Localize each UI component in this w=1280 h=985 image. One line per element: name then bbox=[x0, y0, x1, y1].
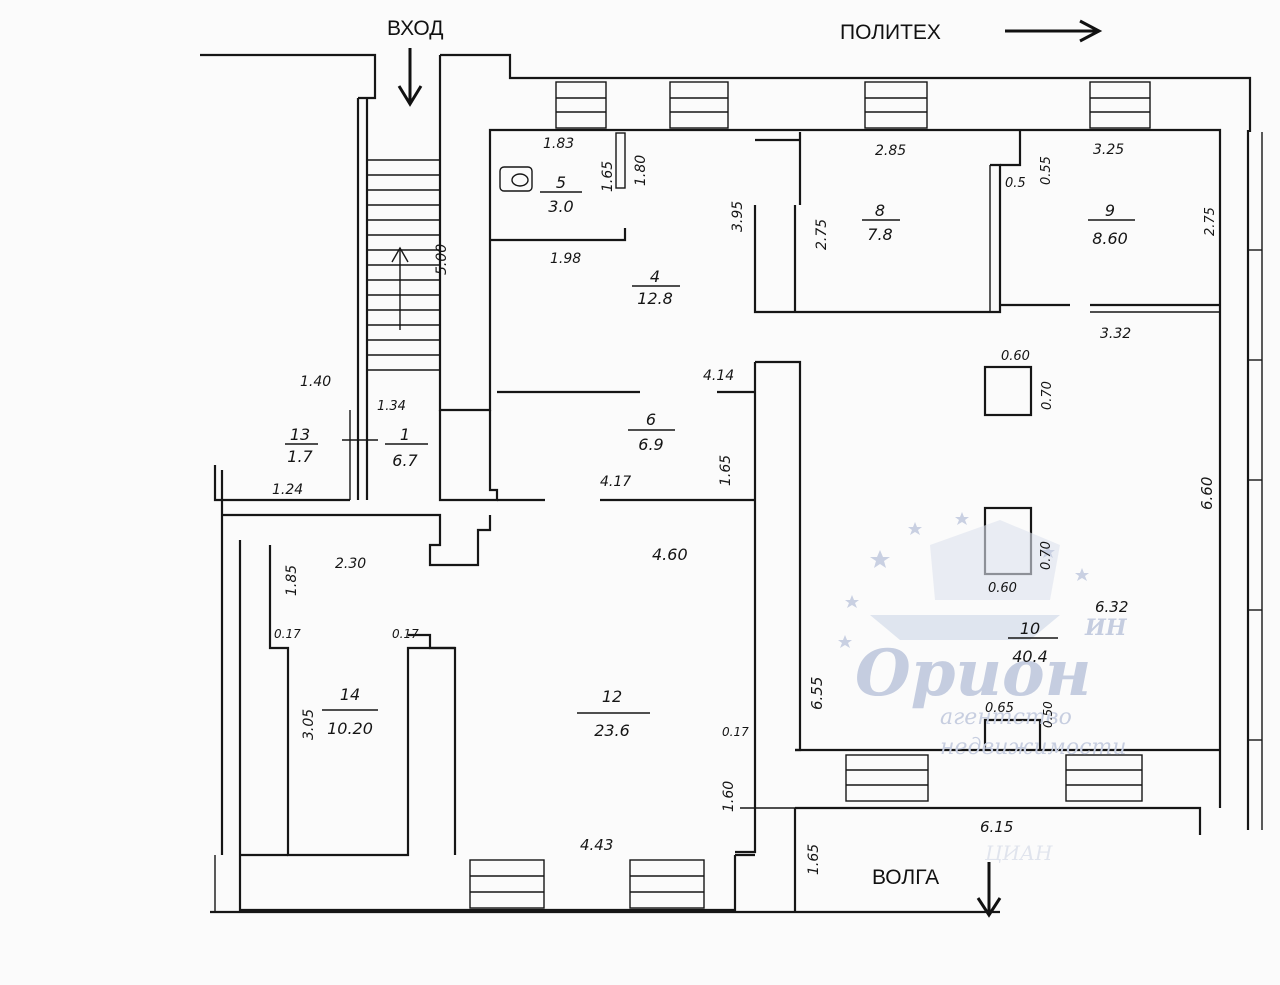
watermark-brand: Орион bbox=[855, 636, 1091, 711]
dim-label: 3.05 bbox=[301, 709, 317, 740]
dim-label: 0.55 bbox=[1039, 156, 1054, 185]
dim-label: 0.50 bbox=[1041, 701, 1055, 728]
watermark-faint: ЦИАН bbox=[984, 841, 1053, 865]
dim-label: 1.34 bbox=[377, 399, 406, 414]
staircase bbox=[356, 98, 440, 500]
room-1-label: 1 6.7 bbox=[385, 425, 428, 470]
room-6-label: 6 6.9 bbox=[628, 410, 675, 454]
dim-label: 6.32 bbox=[1095, 598, 1128, 616]
entrance-label: ВХОД bbox=[387, 17, 444, 40]
dim-label: 4.14 bbox=[703, 368, 734, 384]
dim-label: 1.65 bbox=[806, 844, 822, 875]
dim-label: 0.17 bbox=[274, 627, 301, 641]
room-labels: 5 3.0 4 12.8 8 7.8 9 8.60 6 6.9 13 1.7 bbox=[285, 173, 1135, 740]
dim-label: 3.95 bbox=[730, 201, 746, 232]
room-4-label: 4 12.8 bbox=[632, 267, 680, 308]
dim-label: 2.75 bbox=[814, 219, 830, 250]
dim-label: 1.24 bbox=[272, 482, 303, 498]
dim-label: 0.60 bbox=[1001, 349, 1030, 364]
politekh-label: ПОЛИТЕХ bbox=[840, 21, 941, 44]
dim-label: 1.60 bbox=[721, 781, 737, 812]
dim-label: 1.83 bbox=[543, 136, 574, 152]
dim-label: 2.30 bbox=[335, 556, 366, 572]
room-number: 10 bbox=[1020, 619, 1040, 638]
room-area: 7.8 bbox=[867, 225, 892, 244]
dim-label: 4.43 bbox=[580, 836, 613, 854]
dim-label: 0.17 bbox=[392, 627, 419, 641]
room-number: 5 bbox=[556, 173, 566, 192]
room-area: 40.4 bbox=[1012, 647, 1048, 666]
dim-label: 1.40 bbox=[300, 374, 331, 390]
dim-label: 4.60 bbox=[652, 545, 688, 564]
top-windows bbox=[555, 81, 1151, 129]
watermark-line1: агентство bbox=[940, 705, 1072, 730]
dim-label: 1.85 bbox=[284, 565, 300, 596]
room-13-label: 13 1.7 bbox=[285, 425, 318, 466]
room-number: 12 bbox=[602, 687, 622, 706]
dimension-labels: 1.83 1.65 1.80 3.95 2.75 2.85 0.5 0.55 3… bbox=[272, 136, 1218, 875]
dim-label: 1.98 bbox=[550, 251, 581, 267]
watermark-stars-icon bbox=[838, 512, 1089, 648]
room-area: 6.9 bbox=[638, 435, 663, 454]
dim-label: 0.70 bbox=[1040, 381, 1055, 410]
room-14-label: 14 10.20 bbox=[322, 685, 378, 738]
room-number: 8 bbox=[875, 201, 885, 220]
entrance-arrow-icon bbox=[397, 48, 423, 107]
room-number: 1 bbox=[400, 425, 410, 444]
dim-label: 0.17 bbox=[722, 725, 749, 739]
room-9-label: 9 8.60 bbox=[1088, 201, 1135, 248]
room-area: 10.20 bbox=[327, 719, 373, 738]
room-12-label: 12 23.6 bbox=[577, 687, 650, 740]
dim-label: 0.60 bbox=[988, 581, 1017, 596]
room-number: 6 bbox=[646, 410, 656, 429]
dim-label: 0.5 bbox=[1005, 176, 1026, 191]
dim-label: 6.15 bbox=[980, 818, 1013, 836]
room-area: 12.8 bbox=[637, 289, 673, 308]
dim-label: 3.32 bbox=[1100, 326, 1131, 342]
room-number: 4 bbox=[650, 267, 660, 286]
room-8-label: 8 7.8 bbox=[862, 201, 900, 244]
room-area: 1.7 bbox=[287, 447, 313, 466]
dim-label: 0.70 bbox=[1039, 541, 1054, 570]
room-area: 3.0 bbox=[548, 197, 573, 216]
room-area: 23.6 bbox=[594, 721, 630, 740]
dim-label: 1.65 bbox=[600, 161, 616, 192]
volga-arrow-icon bbox=[976, 862, 1002, 918]
dim-label: 5.00 bbox=[434, 244, 450, 275]
dim-label: 1.65 bbox=[718, 455, 734, 486]
room-5-label: 5 3.0 bbox=[540, 173, 582, 216]
room-area: 8.60 bbox=[1092, 229, 1128, 248]
bottom-windows bbox=[469, 754, 1143, 909]
watermark-line2: недвижимости bbox=[940, 735, 1126, 760]
dim-label: 6.55 bbox=[808, 677, 826, 710]
room-number: 14 bbox=[340, 685, 360, 704]
room-10-label: 10 40.4 bbox=[1008, 619, 1058, 666]
watermark: Орион ИН агентство недвижимости ЦИАН bbox=[838, 512, 1128, 865]
volga-label: ВОЛГА bbox=[872, 866, 939, 889]
dim-label: 4.17 bbox=[600, 474, 631, 490]
dim-label: 0.65 bbox=[985, 701, 1014, 716]
room-number: 13 bbox=[290, 425, 310, 444]
dim-label: 2.85 bbox=[875, 143, 906, 159]
watermark-suffix: ИН bbox=[1084, 615, 1128, 641]
dim-label: 2.75 bbox=[1203, 207, 1218, 236]
dim-label: 3.25 bbox=[1093, 142, 1124, 158]
room-number: 9 bbox=[1105, 201, 1115, 220]
room-area: 6.7 bbox=[392, 451, 418, 470]
dim-label: 6.60 bbox=[1198, 477, 1216, 510]
dim-label: 1.80 bbox=[633, 155, 649, 186]
politekh-arrow-icon bbox=[1005, 19, 1103, 43]
